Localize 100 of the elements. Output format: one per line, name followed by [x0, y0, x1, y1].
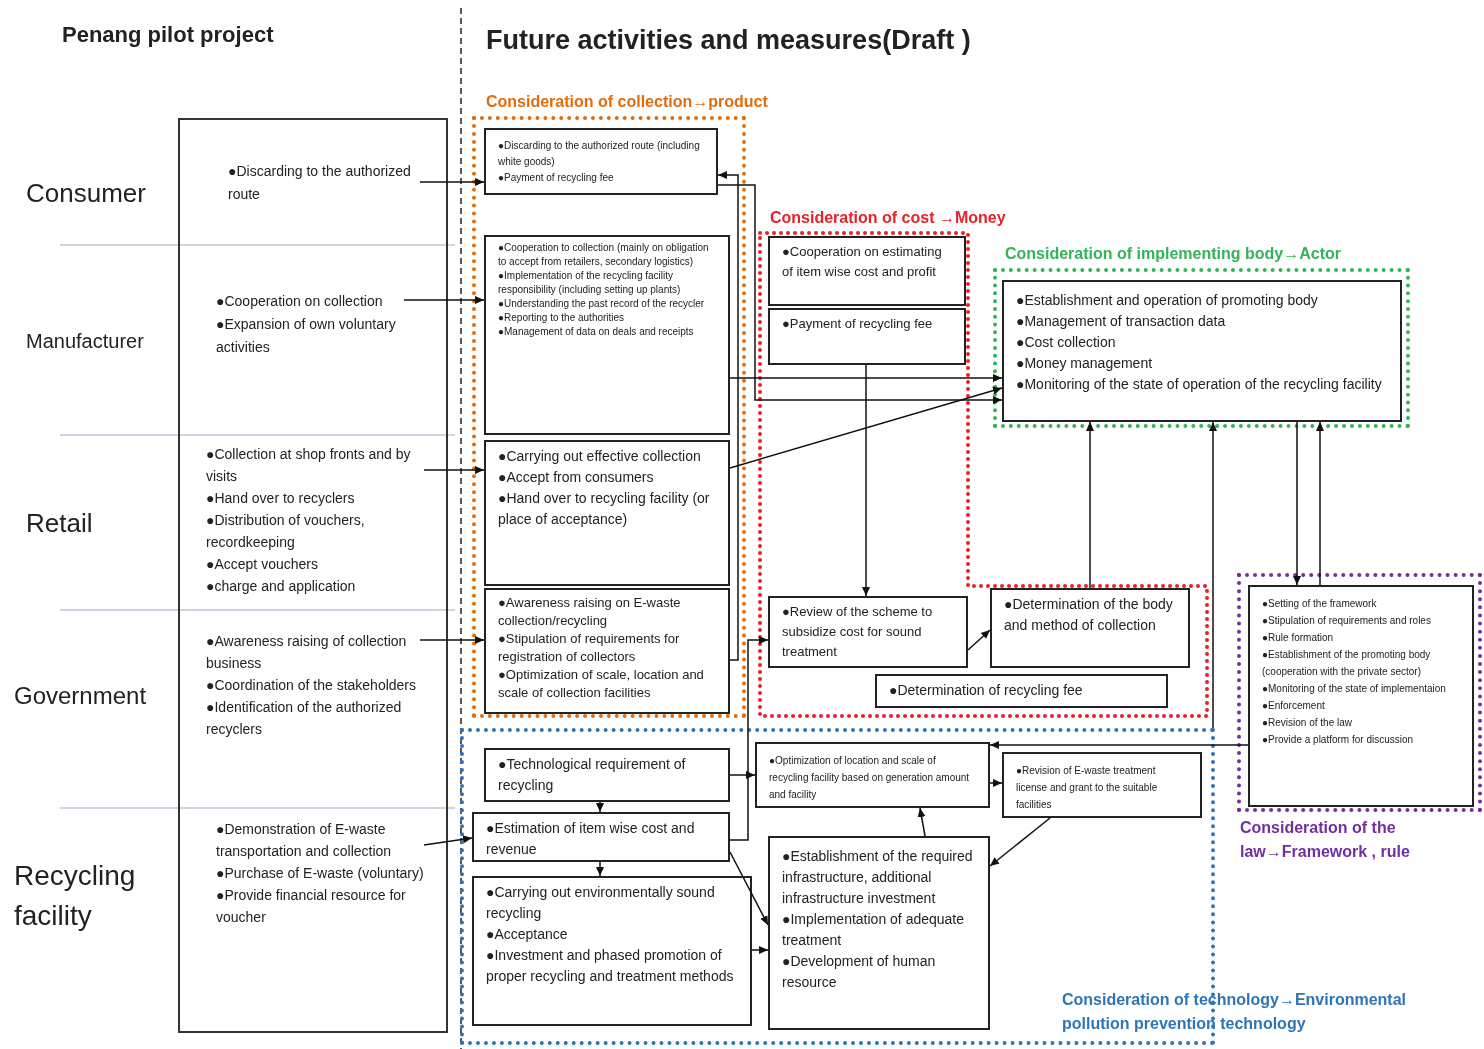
bullet-text: ●Understanding the past record of the recycler — [498, 297, 706, 311]
bullet-text: ●Development of human resource — [782, 952, 937, 992]
row-label: Manufacturer — [26, 329, 145, 354]
group-heading: Consideration of cost →Money — [770, 208, 1007, 228]
bullet-text: ●Cooperation on collection — [216, 292, 384, 311]
arrow — [989, 817, 1051, 867]
process-box — [472, 812, 730, 862]
arrow — [989, 779, 1003, 787]
bullet-text: ●Hand over to recycling facility (or place of acceptance) — [498, 489, 711, 529]
arrow — [729, 636, 769, 841]
bullet-text: ●Accept from consumers — [498, 468, 655, 487]
bullet-text: ●Identification of the authorized recyclers — [206, 698, 403, 739]
bullet-text: ●Revision of the law — [1262, 716, 1353, 730]
bullet-text: ●Reporting to the authorities — [498, 311, 626, 325]
arrow — [729, 374, 1003, 382]
bullet-text: ●Management of data on deals and receipts — [498, 325, 695, 339]
group-heading: Consideration of the law→Framework , rule — [1240, 818, 1411, 862]
bullet-text: ●Carrying out environmentally sound recycling — [486, 883, 716, 923]
arrow — [1293, 421, 1301, 586]
bullet-text: ●Optimization of location and scale of recycling facility based on generation amount and facility — [769, 754, 971, 802]
bullet-text: ●Technological requirement of recycling — [498, 755, 687, 795]
bullet-text: ●Implementation of adequate treatment — [782, 910, 966, 950]
bullet-text: ●Stipulation of requirements and roles — [1262, 614, 1432, 628]
arrow — [717, 171, 739, 661]
group-heading: Consideration of implementing body→Actor — [1005, 244, 1342, 264]
bullet-text: ●Collection at shop fronts and by visits — [206, 445, 412, 486]
process-box — [484, 128, 718, 195]
process-box — [768, 236, 966, 306]
bullet-text: ●charge and application — [206, 577, 357, 596]
bullet-text: ●Establishment and operation of promoting body — [1016, 291, 1319, 310]
bullet-text: ●Coordination of the stakeholders — [206, 676, 418, 695]
bullet-text: ●Cooperation to collection (mainly on obligation to accept from retailers, secondary logistics) — [498, 241, 710, 269]
process-box — [875, 674, 1168, 708]
bullet-text: ●Cooperation on estimating of item wise cost and profit — [782, 243, 943, 281]
arrow — [1086, 421, 1094, 589]
bullet-text: ●Review of the scheme to subsidize cost for sound treatment — [782, 603, 934, 661]
bullet-text: ●Estimation of item wise cost and revenue — [486, 819, 696, 859]
column-heading: Penang pilot project — [62, 21, 275, 49]
row-label: Consumer — [26, 177, 147, 210]
bullet-text: ●Distribution of vouchers, recordkeeping — [206, 511, 366, 552]
bullet-text: ●Establishment of the promoting body (cooperation with the private sector) — [1262, 648, 1432, 679]
arrow — [1209, 421, 1217, 729]
bullet-text: ●Hand over to recyclers — [206, 489, 356, 508]
arrow — [1316, 421, 1324, 586]
row-label: Retail — [26, 507, 94, 540]
arrow — [717, 184, 1003, 404]
arrow — [989, 741, 1249, 749]
arrow — [967, 629, 991, 651]
bullet-text: ●Rule formation — [1262, 631, 1335, 645]
arrow — [729, 386, 1003, 469]
bullet-text: ●Investment and phased promotion of proper recycling and treatment methods — [486, 946, 735, 986]
bullet-text: ●Provide a platform for discussion — [1262, 733, 1415, 747]
group-heading: Consideration of collection→product — [486, 92, 769, 112]
arrow — [862, 364, 870, 597]
process-box — [472, 876, 752, 1026]
column-heading: Future activities and measures(Draft ) — [486, 24, 972, 57]
row-label: Government — [14, 681, 148, 711]
bullet-text: ●Acceptance — [486, 925, 569, 944]
bullet-text: ●Purchase of E-waste (voluntary) — [216, 864, 425, 883]
bullet-text: ●Determination of recycling fee — [889, 681, 1084, 700]
bullet-text: ●Discarding to the authorized route — [228, 162, 412, 204]
group-heading: Consideration of technology→Environmental pollution prevention technology — [1062, 990, 1408, 1034]
bullet-text: ●Monitoring of the state of operation of the recycling facility — [1016, 375, 1383, 394]
arrow — [423, 835, 473, 846]
process-box — [484, 235, 730, 435]
process-box — [755, 742, 990, 808]
bullet-text: ●Monitoring of the state of implementaion — [1262, 682, 1447, 696]
arrow — [729, 851, 769, 926]
bullet-text: ●Awareness raising of collection business — [206, 632, 408, 673]
bullet-text: ●Determination of the body and method of collection — [1004, 595, 1174, 635]
arrow — [423, 466, 485, 474]
arrow — [419, 178, 485, 186]
process-box — [1002, 752, 1202, 818]
bullet-text: ●Demonstration of E-waste transportation and collection — [216, 820, 393, 861]
arrow — [403, 296, 485, 304]
process-box — [768, 836, 990, 1030]
bullet-text: ●Establishment of the required infrastructure, additional infrastructure investment — [782, 847, 974, 908]
bullet-text: ●Setting of the framework — [1262, 597, 1378, 611]
bullet-text: ●Provide financial resource for voucher — [216, 886, 407, 927]
bullet-text: ●Discarding to the authorized route (including white goods) — [498, 139, 701, 169]
process-box — [768, 596, 968, 668]
bullet-text: ●Revision of E-waste treatment license and grant to the suitable facilities — [1016, 764, 1159, 812]
row-label: Recycling facility — [14, 859, 137, 933]
column-box — [178, 118, 448, 1033]
arrow — [917, 807, 926, 837]
bullet-text: ●Expansion of own voluntary activities — [216, 315, 397, 357]
bullet-text: ●Enforcement — [1262, 699, 1326, 713]
bullet-text: ●Money management — [1016, 354, 1154, 373]
arrow — [596, 801, 604, 813]
process-box — [484, 588, 730, 714]
bullet-text: ●Implementation of the recycling facility responsibility (including setting up plants) — [498, 269, 682, 297]
bullet-text: ●Carrying out effective collection — [498, 447, 702, 466]
process-box — [768, 308, 966, 365]
process-box — [484, 440, 730, 586]
bullet-text: ●Optimization of scale, location and scale of collection facilities — [498, 666, 705, 702]
bullet-text: ●Stipulation of requirements for registration of collectors — [498, 630, 681, 666]
bullet-text: ●Payment of recycling fee — [782, 315, 934, 333]
arrow — [596, 861, 604, 877]
bullet-text: ●Payment of recycling fee — [498, 171, 615, 185]
arrow — [419, 636, 485, 644]
